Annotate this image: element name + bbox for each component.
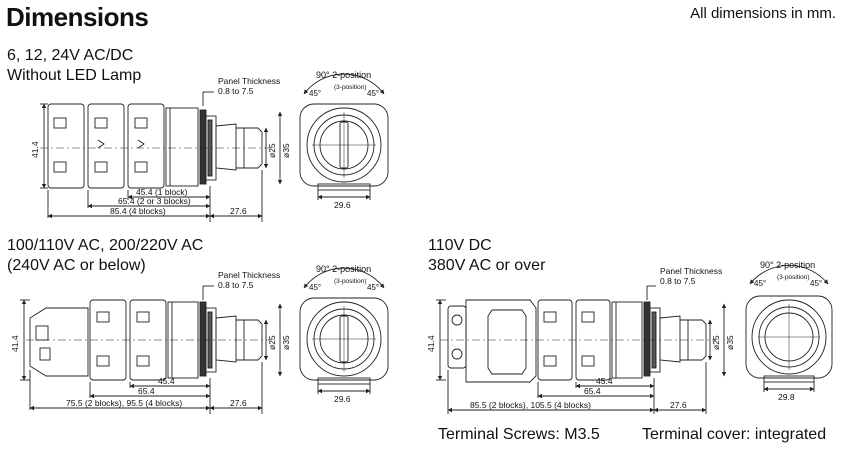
section-1-height: 41.4 bbox=[30, 141, 40, 158]
page-title: Dimensions bbox=[6, 2, 149, 32]
section-1-heading: 6, 12, 24V AC/DC Without LED Lamp bbox=[7, 46, 141, 86]
section-3-heading: 110V DC 380V AC or over bbox=[428, 236, 545, 276]
section-2-angle-left: 45° bbox=[309, 283, 321, 292]
section-3-side-view bbox=[436, 285, 727, 414]
section-1-front-depth: 27.6 bbox=[230, 206, 247, 216]
section-1-side-view bbox=[40, 91, 283, 222]
section-3-angle-left: 45° bbox=[754, 279, 766, 288]
section-1-angle-right: 45° bbox=[367, 89, 379, 98]
section-2-rotation-title: 90° 2-position bbox=[316, 264, 371, 274]
section-2-rotation-sub: (3-position) bbox=[334, 278, 367, 285]
section-3-dims-row3: 85.5 (2 blocks), 105.5 (4 blocks) bbox=[470, 400, 591, 410]
section-2-side-view bbox=[20, 285, 283, 414]
section-3-rotation-sub: (3-position) bbox=[777, 274, 810, 281]
section-2-side-labels: Panel Thickness 0.8 to 7.5 41.4 ø25 ø35 … bbox=[10, 270, 291, 408]
section-1-heading-line-1: 6, 12, 24V AC/DC bbox=[7, 47, 134, 64]
section-3-dia-outer: ø35 bbox=[725, 335, 735, 350]
section-1-angle-left: 45° bbox=[309, 89, 321, 98]
section-2-dims-row2: 65.4 bbox=[138, 386, 155, 396]
section-1-width: 29.6 bbox=[334, 200, 351, 210]
section-3-height: 41.4 bbox=[426, 335, 436, 352]
terminal-cover-note: Terminal cover: integrated bbox=[642, 426, 827, 443]
section-1-panel-thickness: Panel Thickness bbox=[218, 76, 280, 86]
units-note: All dimensions in mm. bbox=[690, 5, 836, 22]
section-2-heading-line-1: 100/110V AC, 200/220V AC bbox=[7, 237, 204, 254]
section-2-dims-row3: 75.5 (2 blocks), 95.5 (4 blocks) bbox=[66, 398, 182, 408]
section-1-front-labels: 90° 2-position (3-position) 45° 45° 29.6 bbox=[309, 70, 379, 210]
section-1-dia-outer: ø35 bbox=[281, 143, 291, 158]
terminal-screws-note: Terminal Screws: M3.5 bbox=[438, 426, 600, 443]
section-3-front-view bbox=[745, 264, 833, 392]
section-1-side-labels: Panel Thickness 0.8 to 7.5 41.4 ø25 ø35 … bbox=[30, 76, 291, 216]
section-1-dims-row3: 85.4 (4 blocks) bbox=[110, 206, 166, 216]
section-2-width: 29.6 bbox=[334, 394, 351, 404]
section-3-rotation-title: 90° 2-position bbox=[760, 260, 815, 270]
section-2-panel-thickness: Panel Thickness bbox=[218, 270, 280, 280]
section-3-front-depth: 27.6 bbox=[670, 400, 687, 410]
section-2-front-depth: 27.6 bbox=[230, 398, 247, 408]
section-3-heading-line-1: 110V DC bbox=[428, 237, 492, 254]
section-1-heading-line-2: Without LED Lamp bbox=[7, 67, 142, 84]
section-1-rotation-sub: (3-position) bbox=[334, 84, 367, 91]
section-3-panel-range: 0.8 to 7.5 bbox=[660, 276, 696, 286]
section-3-side-labels: Panel Thickness 0.8 to 7.5 41.4 ø25 ø35 … bbox=[426, 266, 735, 410]
section-2-panel-range: 0.8 to 7.5 bbox=[218, 280, 254, 290]
section-3-dims-row1: 45.4 bbox=[596, 376, 613, 386]
section-1-dia-inner: ø25 bbox=[267, 143, 277, 158]
section-3-angle-right: 45° bbox=[810, 279, 822, 288]
section-2-height: 41.4 bbox=[10, 335, 20, 352]
section-3-panel-thickness: Panel Thickness bbox=[660, 266, 722, 276]
section-3-front-labels: 90° 2-position (3-position) 45° 45° 29.8 bbox=[754, 260, 822, 402]
section-2-heading-line-2: (240V AC or below) bbox=[7, 257, 146, 274]
section-3-dims-row2: 65.4 bbox=[584, 386, 601, 396]
section-1-rotation-title: 90° 2-position bbox=[316, 70, 371, 80]
section-2-dims-row1: 45.4 bbox=[158, 376, 175, 386]
section-3-dia-inner: ø25 bbox=[711, 335, 721, 350]
section-2-dia-outer: ø35 bbox=[281, 335, 291, 350]
section-3-heading-line-2: 380V AC or over bbox=[428, 257, 546, 274]
section-1-front-view bbox=[299, 73, 389, 200]
section-2-angle-right: 45° bbox=[367, 283, 379, 292]
section-1-panel-range: 0.8 to 7.5 bbox=[218, 86, 254, 96]
section-1-dims-row1: 45.4 (1 block) bbox=[136, 187, 188, 197]
section-3-width: 29.8 bbox=[778, 392, 795, 402]
section-1-dims-row2: 65.4 (2 or 3 blocks) bbox=[118, 196, 191, 206]
section-2-dia-inner: ø25 bbox=[267, 335, 277, 350]
section-2-front-labels: 90° 2-position (3-position) 45° 45° 29.6 bbox=[309, 264, 379, 404]
section-2-heading: 100/110V AC, 200/220V AC (240V AC or bel… bbox=[7, 236, 203, 276]
section-2-front-view bbox=[299, 267, 389, 394]
